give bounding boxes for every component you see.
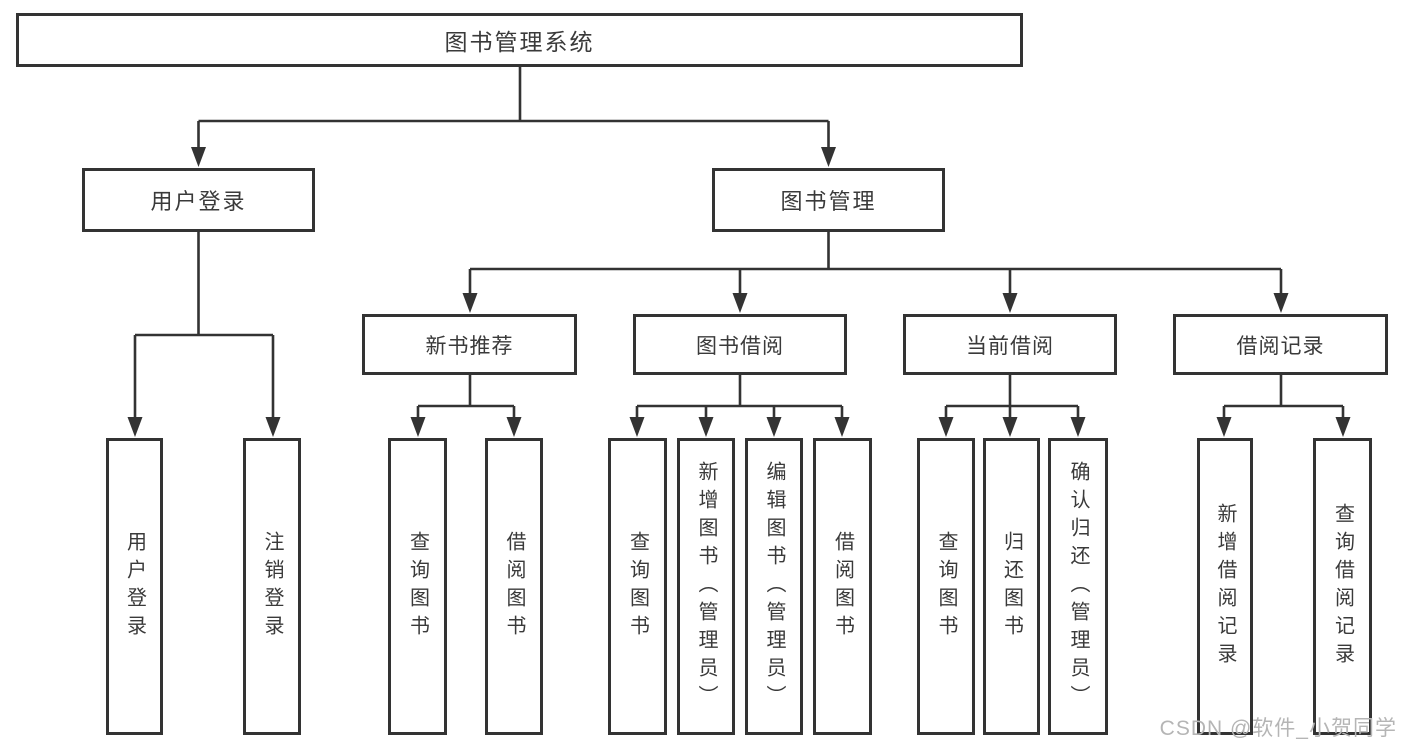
connector-root-to-level2 xyxy=(191,67,836,167)
arrowhead xyxy=(629,417,645,437)
leaf-return-books: 归还图书 xyxy=(983,438,1040,735)
leaf-query-books-current: 查询图书 xyxy=(917,438,975,735)
csdn-watermark: CSDN @软件_小贺同学 xyxy=(1159,717,1397,740)
connector-user-login-children xyxy=(127,232,281,437)
connector-new-book-rec-children xyxy=(410,375,522,437)
connector-borrow-record-children xyxy=(1216,375,1351,437)
arrowhead xyxy=(1273,293,1289,313)
leaf-add-books-admin: 新增图书（管理员） xyxy=(677,438,735,735)
connector-current-borrow-children xyxy=(938,375,1086,437)
leaf-logout: 注销登录 xyxy=(243,438,301,735)
arrowhead xyxy=(834,417,850,437)
leaf-query-borrow-record: 查询借阅记录 xyxy=(1313,438,1372,735)
arrowhead xyxy=(127,417,143,437)
arrowhead xyxy=(821,147,836,167)
arrowhead xyxy=(265,417,281,437)
leaf-user-login: 用户登录 xyxy=(106,438,163,735)
leaf-add-borrow-record: 新增借阅记录 xyxy=(1197,438,1253,735)
arrowhead xyxy=(1002,417,1018,437)
leaf-borrow-books-recommend: 借阅图书 xyxy=(485,438,543,735)
leaf-edit-books-admin: 编辑图书（管理员） xyxy=(745,438,803,735)
arrowhead xyxy=(938,417,954,437)
arrowhead xyxy=(1216,417,1232,437)
connector-book-mgmt-children xyxy=(462,232,1289,313)
node-borrow-record: 借阅记录 xyxy=(1173,314,1388,375)
arrowhead xyxy=(410,417,426,437)
arrowhead xyxy=(1335,417,1351,437)
leaf-query-books-recommend: 查询图书 xyxy=(388,438,447,735)
node-book-management: 图书管理 xyxy=(712,168,945,232)
arrowhead xyxy=(506,417,522,437)
leaf-query-books-borrow: 查询图书 xyxy=(608,438,667,735)
node-new-book-recommend: 新书推荐 xyxy=(362,314,577,375)
arrowhead xyxy=(462,293,478,313)
node-book-borrow: 图书借阅 xyxy=(633,314,847,375)
arrowhead xyxy=(191,147,206,167)
arrowhead xyxy=(732,293,748,313)
leaf-confirm-return-admin: 确认归还（管理员） xyxy=(1048,438,1108,735)
connector-book-borrow-children xyxy=(629,375,850,437)
node-user-login: 用户登录 xyxy=(82,168,315,232)
leaf-borrow-books: 借阅图书 xyxy=(813,438,872,735)
arrowhead xyxy=(698,417,714,437)
arrowhead xyxy=(1070,417,1086,437)
node-root-library-system: 图书管理系统 xyxy=(16,13,1023,67)
node-current-borrow: 当前借阅 xyxy=(903,314,1117,375)
arrowhead xyxy=(1002,293,1018,313)
arrowhead xyxy=(766,417,782,437)
